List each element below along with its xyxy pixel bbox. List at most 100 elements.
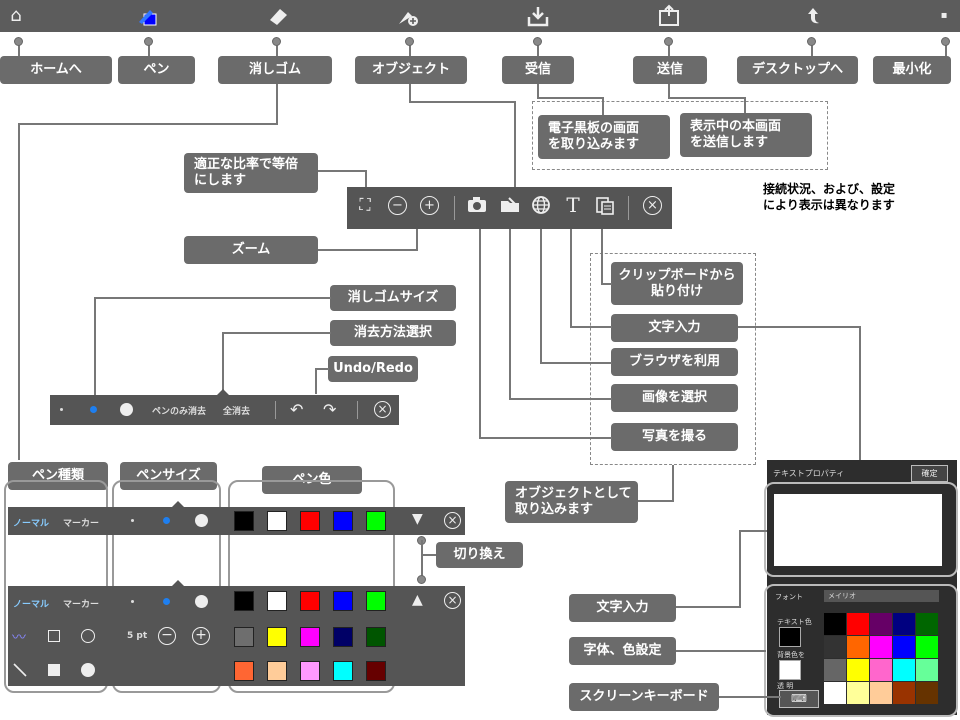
pen-size-medium-expanded[interactable] [163, 598, 170, 605]
panel-color-1-2[interactable] [870, 636, 892, 658]
close-pen-expanded-icon[interactable]: × [444, 592, 461, 609]
toggle-line-h [421, 554, 436, 556]
undo-icon[interactable]: ↶ [290, 400, 304, 419]
pen-marker-collapsed[interactable]: マーカー [63, 519, 100, 529]
pen-size-small-collapsed[interactable] [131, 519, 134, 522]
pen-normal-expanded[interactable]: ノーマル [13, 600, 50, 610]
pen-size-large-expanded[interactable] [195, 595, 208, 608]
filled-rectangle-tool-icon[interactable] [48, 664, 60, 676]
font-color-callout: 字体、色設定 [569, 637, 676, 665]
pen-color-row2-1[interactable] [267, 627, 287, 647]
fit-icon[interactable]: ⛶ [359, 195, 371, 214]
eraser-size-small[interactable] [60, 408, 63, 411]
panel-color-3-0[interactable] [824, 682, 846, 704]
camera-icon[interactable] [466, 194, 488, 216]
pen-marker-expanded[interactable]: マーカー [63, 600, 100, 610]
redo-icon[interactable]: ↷ [323, 400, 337, 419]
pen-color-row3-2[interactable] [300, 661, 320, 681]
close-pen-collapsed-icon[interactable]: × [444, 512, 461, 529]
pen-color-collapsed-4[interactable] [366, 511, 386, 531]
rectangle-tool-icon[interactable] [48, 630, 60, 642]
text-input-area[interactable] [774, 494, 942, 566]
eraser-size-medium[interactable] [90, 406, 97, 413]
panel-color-3-1[interactable] [847, 682, 869, 704]
pen-color-row3-0[interactable] [234, 661, 254, 681]
panel-color-0-1[interactable] [847, 613, 869, 635]
keyboard-button[interactable]: ⌨ [779, 690, 819, 708]
transparent-label[interactable]: 透 明 [777, 682, 794, 690]
pen-color-row1-2[interactable] [300, 591, 320, 611]
pen-only-erase[interactable]: ペンのみ消去 [152, 407, 207, 417]
circle-tool-icon[interactable] [81, 629, 95, 643]
clipboard-icon[interactable] [594, 194, 616, 216]
pen-size-large-collapsed[interactable] [195, 514, 208, 527]
zoom-in-icon[interactable]: + [420, 196, 439, 215]
pen-icon[interactable] [136, 4, 160, 28]
pen-size-increase-icon[interactable]: + [192, 627, 210, 645]
panel-color-1-0[interactable] [824, 636, 846, 658]
panel-color-3-2[interactable] [870, 682, 892, 704]
pen-color-row1-4[interactable] [366, 591, 386, 611]
send-icon[interactable] [657, 4, 681, 28]
home-icon[interactable]: ⌂ [10, 5, 22, 26]
panel-color-2-1[interactable] [847, 659, 869, 681]
image-folder-icon[interactable] [499, 194, 521, 216]
panel-color-0-4[interactable] [916, 613, 938, 635]
filled-circle-tool-icon[interactable] [81, 663, 95, 677]
panel-color-2-0[interactable] [824, 659, 846, 681]
bg-color-swatch[interactable] [779, 660, 801, 680]
pen-color-row2-2[interactable] [300, 627, 320, 647]
receive-desc: 電子黒板の画面 を取り込みます [538, 115, 670, 159]
receive-icon[interactable] [526, 4, 550, 28]
pen-color-row2-0[interactable] [234, 627, 254, 647]
pen-size-medium-collapsed[interactable] [163, 517, 170, 524]
desktop-back-icon[interactable] [801, 4, 825, 28]
panel-color-0-0[interactable] [824, 613, 846, 635]
panel-color-3-4[interactable] [916, 682, 938, 704]
collapse-arrow-icon[interactable]: ▲ [412, 592, 423, 608]
pen-color-row3-3[interactable] [333, 661, 353, 681]
freehand-tool-icon[interactable]: 〰 [12, 630, 26, 646]
pen-color-row2-4[interactable] [366, 627, 386, 647]
pen-color-collapsed-2[interactable] [300, 511, 320, 531]
pen-size-small-expanded[interactable] [131, 600, 134, 603]
panel-color-0-3[interactable] [893, 613, 915, 635]
line-tool-icon[interactable] [12, 662, 28, 678]
panel-color-1-1[interactable] [847, 636, 869, 658]
text-color-swatch[interactable] [779, 627, 801, 647]
pen-size-decrease-icon[interactable]: − [158, 627, 176, 645]
eraser-size-large[interactable] [120, 403, 133, 416]
pen-color-row1-1[interactable] [267, 591, 287, 611]
zoom-out-icon[interactable]: − [388, 196, 407, 215]
pen-color-collapsed-1[interactable] [267, 511, 287, 531]
eraser-icon[interactable] [266, 4, 290, 28]
pen-color-row1-3[interactable] [333, 591, 353, 611]
toggle-line [421, 540, 423, 578]
panel-color-2-3[interactable] [893, 659, 915, 681]
pen-color-collapsed-3[interactable] [333, 511, 353, 531]
text-icon[interactable]: T [566, 193, 580, 217]
panel-color-0-2[interactable] [870, 613, 892, 635]
pen-color-row1-0[interactable] [234, 591, 254, 611]
font-select[interactable]: メイリオ [824, 590, 939, 602]
panel-color-2-2[interactable] [870, 659, 892, 681]
expand-arrow-icon[interactable]: ▼ [412, 511, 423, 527]
pen-color-row3-1[interactable] [267, 661, 287, 681]
close-zoom-toolbar-icon[interactable]: × [643, 196, 662, 215]
panel-color-1-4[interactable] [916, 636, 938, 658]
pen-color-row3-4[interactable] [366, 661, 386, 681]
pen-color-collapsed-0[interactable] [234, 511, 254, 531]
panel-color-1-3[interactable] [893, 636, 915, 658]
panel-color-3-3[interactable] [893, 682, 915, 704]
confirm-button[interactable]: 確定 [911, 465, 948, 482]
text-input-line-c [739, 530, 767, 532]
undo-redo-callout: Undo/Redo [328, 356, 418, 382]
object-icon[interactable] [396, 4, 420, 28]
panel-color-2-4[interactable] [916, 659, 938, 681]
close-eraser-icon[interactable]: × [374, 401, 391, 418]
pen-color-row2-3[interactable] [333, 627, 353, 647]
erase-all[interactable]: 全消去 [223, 407, 251, 417]
minimize-icon[interactable]: ▪ [940, 10, 948, 21]
browser-icon[interactable] [530, 194, 552, 216]
pen-normal-collapsed[interactable]: ノーマル [13, 519, 50, 529]
